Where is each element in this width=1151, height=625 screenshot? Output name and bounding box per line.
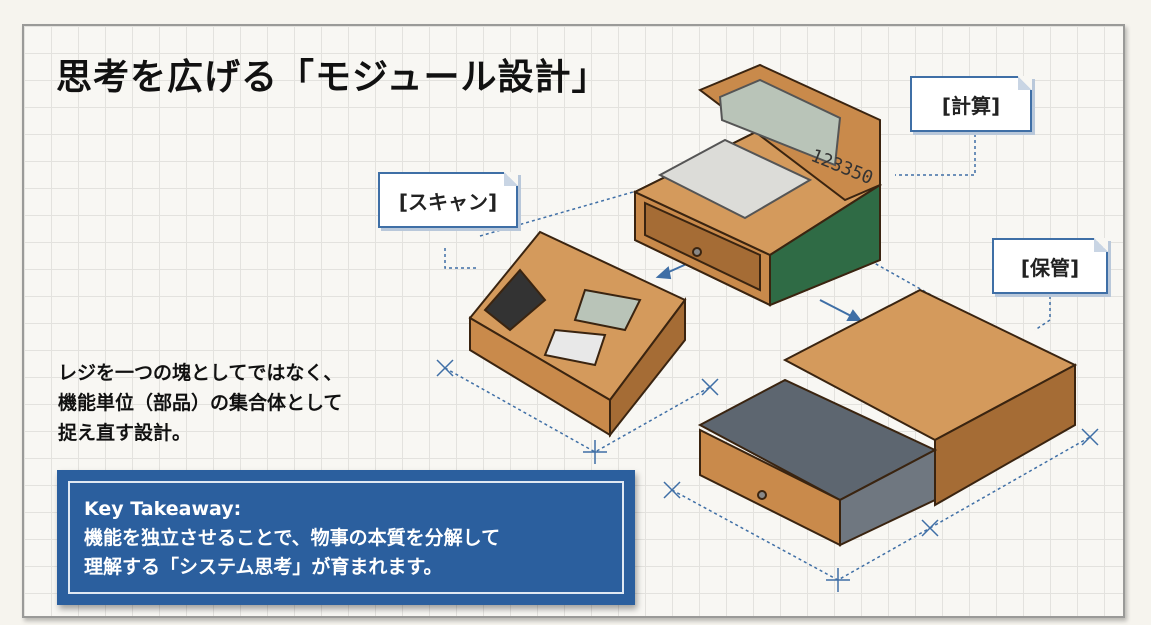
calculator-module (632, 63, 883, 307)
dimension-lines (444, 128, 1091, 581)
label-storage: [保管] (992, 238, 1108, 294)
description-line: レジを一つの塊としてではなく、 (58, 362, 343, 384)
takeaway-heading: Key Takeaway: (84, 498, 242, 520)
dimension-marks (436, 359, 1099, 592)
description-line: 捉え直す設計。 (58, 422, 192, 444)
takeaway-line: 機能を独立させることで、物事の本質を分解して (84, 527, 501, 549)
page-title: 思考を広げる「モジュール設計」 (56, 57, 609, 98)
label-scan: [スキャン] (378, 172, 518, 228)
key-takeaway-box: Key Takeaway: 機能を独立させることで、物事の本質を分解して 理解す… (57, 470, 635, 605)
scanner-module (468, 230, 687, 438)
description: レジを一つの塊としてではなく、 機能単位（部品）の集合体として 捉え直す設計。 (58, 358, 342, 448)
description-line: 機能単位（部品）の集合体として (58, 392, 343, 414)
cash-drawer-module (697, 288, 1078, 547)
takeaway-line: 理解する「システム思考」が育まれます。 (84, 556, 443, 578)
label-calc: [計算] (910, 76, 1032, 132)
